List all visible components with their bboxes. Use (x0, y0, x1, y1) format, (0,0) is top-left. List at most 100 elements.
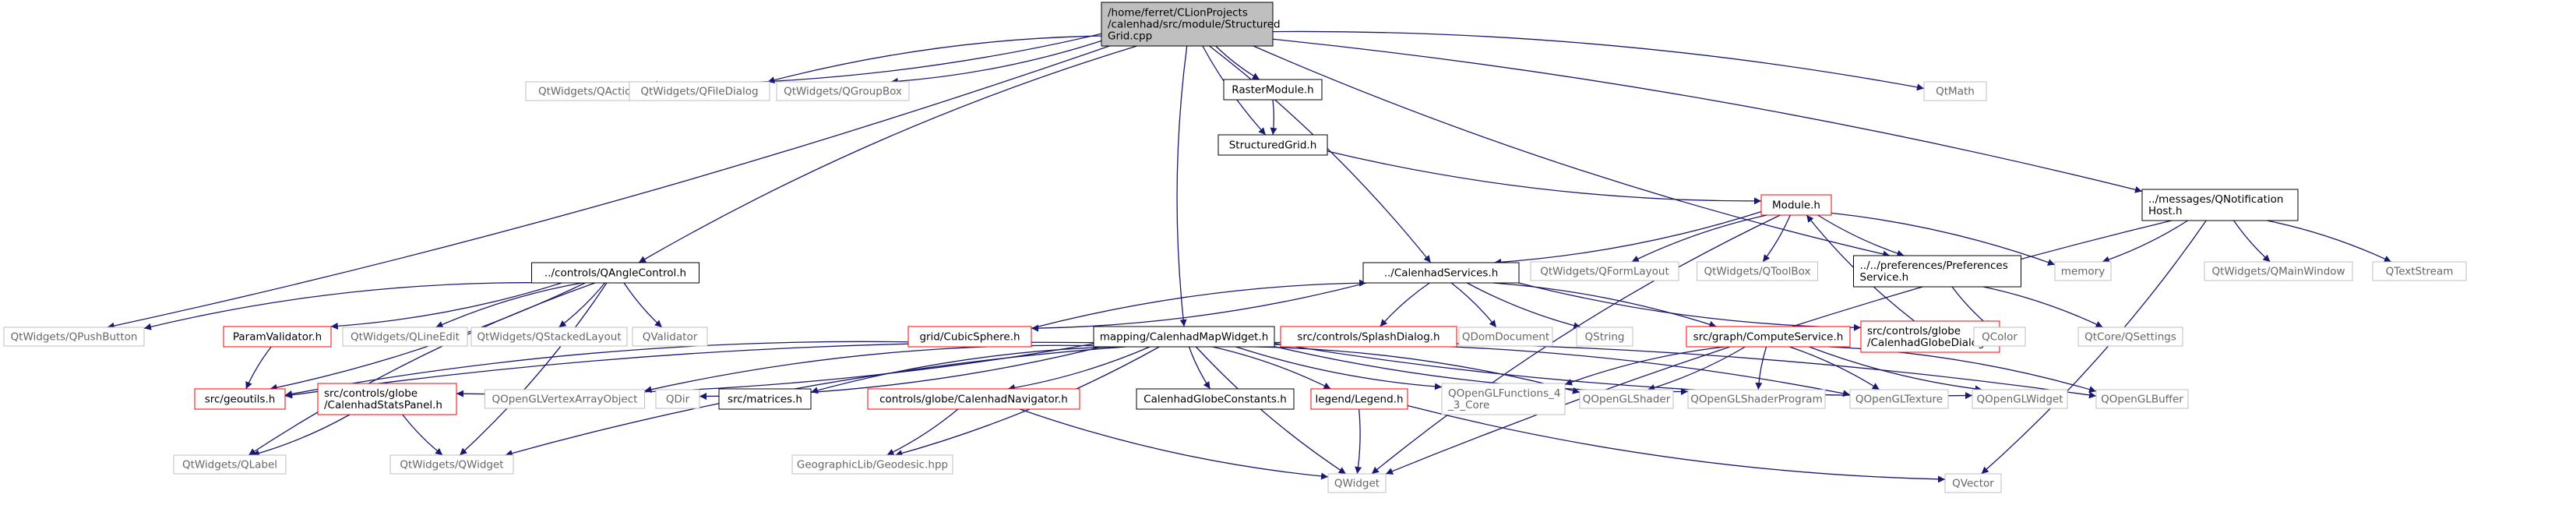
node-label: QtWidgets/QLabel (182, 459, 277, 471)
node-qanglecontrol[interactable]: ../controls/QAngleControl.h (531, 262, 700, 284)
node-qglshaderprogram[interactable]: QOpenGLShaderProgram (1687, 389, 1826, 409)
edge-mapwidget-to-matrices (810, 346, 1116, 394)
node-statspanel[interactable]: src/controls/globe/CalenhadStatsPanel.h (317, 383, 457, 415)
node-calenhadservices[interactable]: ../CalenhadServices.h (1362, 262, 1520, 284)
node-label: QtCore/QSettings (2084, 331, 2176, 344)
edge-legend-to-qvector (1407, 404, 1946, 483)
node-cubicsphere[interactable]: grid/CubicSphere.h (907, 326, 1032, 348)
node-box (1218, 134, 1328, 156)
node-box (1101, 2, 1274, 47)
node-box (1686, 326, 1851, 348)
edge-legend-to-qwidget (1355, 408, 1362, 475)
node-label: QtWidgets/QFileDialog (640, 86, 758, 98)
node-qformlayout[interactable]: QtWidgets/QFormLayout (1530, 261, 1679, 281)
node-label: legend/Legend.h (1315, 394, 1403, 406)
node-box (1687, 389, 1826, 409)
node-label: QString (1585, 331, 1625, 344)
edge-calenhadservices-to-splashdialog (1380, 282, 1430, 327)
node-globeconstants[interactable]: CalenhadGlobeConstants.h (1136, 388, 1295, 410)
node-qtoolbox[interactable]: QtWidgets/QToolBox (1697, 261, 1818, 281)
node-box (1972, 389, 2068, 409)
node-label: controls/globe/CalenhadNavigator.h (879, 394, 1068, 406)
node-label: QWidget (1334, 478, 1380, 490)
node-splashdialog[interactable]: src/controls/SplashDialog.h (1280, 326, 1457, 348)
node-box (1697, 261, 1818, 281)
node-root[interactable]: /home/ferret/CLionProjects/calenhad/src/… (1101, 2, 1281, 47)
node-computeservice[interactable]: src/graph/ComputeService.h (1686, 326, 1851, 348)
node-geoutils[interactable]: src/geoutils.h (194, 388, 286, 410)
edge-module-to-qwidget (1371, 214, 1781, 475)
edge-qnotification-to-qtextstream (2267, 220, 2392, 263)
node-module[interactable]: Module.h (1760, 194, 1832, 216)
node-qtextstream[interactable]: QTextStream (2372, 261, 2467, 281)
edge-computeservice-to-qglwidget (1809, 346, 1982, 393)
edge-navigator-to-qwidget (1020, 408, 1329, 480)
edge-qanglecontrol-to-qvalidator (623, 282, 663, 328)
edge-computeservice-to-qglfunctions (1564, 346, 1725, 386)
node-mapwidget[interactable]: mapping/CalenhadMapWidget.h (1093, 326, 1275, 348)
node-box (776, 81, 910, 101)
node-qsettings[interactable]: QtCore/QSettings (2077, 327, 2183, 347)
node-qlabel[interactable]: QtWidgets/QLabel (173, 454, 287, 475)
node-qdomdocument[interactable]: QDomDocument (1458, 327, 1553, 347)
node-label: QOpenGLTexture (1855, 394, 1943, 406)
edge-module-to-qtoolbox (1762, 214, 1791, 263)
node-qwidget[interactable]: QWidget (1327, 473, 1387, 493)
node-qpushbutton[interactable]: QtWidgets/QPushButton (3, 327, 145, 347)
node-qstackedlayout[interactable]: QtWidgets/QStackedLayout (470, 327, 628, 347)
edge-mapwidget-to-qglfunctions (1235, 346, 1443, 390)
node-qvalidator[interactable]: QValidator (632, 327, 708, 347)
edge-calenhadservices-to-cubicsphere (1031, 282, 1367, 332)
edge-module-to-memory (1831, 212, 2056, 266)
node-label: QOpenGLWidget (1977, 394, 2063, 406)
node-geodesic[interactable]: GeographicLib/Geodesic.hpp (791, 454, 953, 475)
node-qcolor[interactable]: QColor (1973, 327, 2026, 347)
edge-paramvalidator-to-geoutils (245, 346, 272, 390)
node-matrices[interactable]: src/matrices.h (718, 388, 812, 410)
node-label: src/controls/globe (1867, 325, 1961, 337)
node-label: CalenhadGlobeConstants.h (1144, 394, 1287, 406)
node-qvector[interactable]: QVector (1944, 473, 2002, 493)
node-qstring[interactable]: QString (1576, 327, 1633, 347)
node-qtwidget[interactable]: QtWidgets/QWidget (389, 454, 514, 475)
node-qglshader[interactable]: QOpenGLShader (1579, 389, 1674, 409)
node-qdir[interactable]: QDir (655, 389, 700, 409)
node-box (2077, 327, 2183, 347)
node-legend[interactable]: legend/Legend.h (1310, 388, 1408, 410)
node-label: ../controls/QAngleControl.h (544, 267, 686, 280)
node-qlineedit[interactable]: QtWidgets/QLineEdit (342, 327, 468, 347)
edge-mapwidget-to-qglshader (1256, 346, 1580, 394)
node-label: src/controls/globe (324, 387, 418, 400)
node-navigator[interactable]: controls/globe/CalenhadNavigator.h (867, 388, 1080, 410)
node-label: /CalenhadStatsPanel.h (324, 399, 442, 411)
node-qmainwindow[interactable]: QtWidgets/QMainWindow (2204, 261, 2353, 281)
node-box (632, 327, 708, 347)
edge-rastermodule-to-structuredgrid (1270, 99, 1277, 136)
node-box (223, 326, 332, 348)
node-label: /calenhad/src/module/Structured (1108, 19, 1281, 31)
node-structuredgrid[interactable]: StructuredGrid.h (1218, 134, 1328, 156)
node-label: QOpenGLBuffer (2101, 394, 2183, 406)
node-rastermodule[interactable]: RasterModule.h (1223, 79, 1323, 101)
node-qgroupbox[interactable]: QtWidgets/QGroupBox (776, 81, 910, 101)
node-qgltexture[interactable]: QOpenGLTexture (1849, 389, 1949, 409)
node-label: /home/ferret/CLionProjects (1108, 7, 1248, 19)
node-box (2372, 261, 2467, 281)
node-qfiledialog[interactable]: QtWidgets/QFileDialog (629, 81, 770, 101)
node-qtmath[interactable]: QtMath (1923, 81, 1987, 101)
node-box (470, 327, 628, 347)
node-qglbuffer[interactable]: QOpenGLBuffer (2095, 389, 2189, 409)
node-qglwidget[interactable]: QOpenGLWidget (1972, 389, 2068, 409)
edge-qnotification-to-memory (2102, 220, 2188, 263)
node-qopenglvao[interactable]: QOpenGLVertexArrayObject (485, 389, 645, 409)
node-label: src/geoutils.h (205, 394, 276, 406)
node-qglfunctions[interactable]: QOpenGLFunctions_4_3_Core (1441, 383, 1566, 415)
edge-navigator-to-geodesic (886, 408, 959, 456)
node-paramvalidator[interactable]: ParamValidator.h (223, 326, 332, 348)
edge-root-to-mapwidget (1176, 45, 1188, 327)
edge-cubicsphere-to-calenhadservices (1031, 279, 1367, 329)
node-memory[interactable]: memory (2054, 261, 2112, 281)
node-label: ../CalenhadServices.h (1384, 267, 1499, 280)
